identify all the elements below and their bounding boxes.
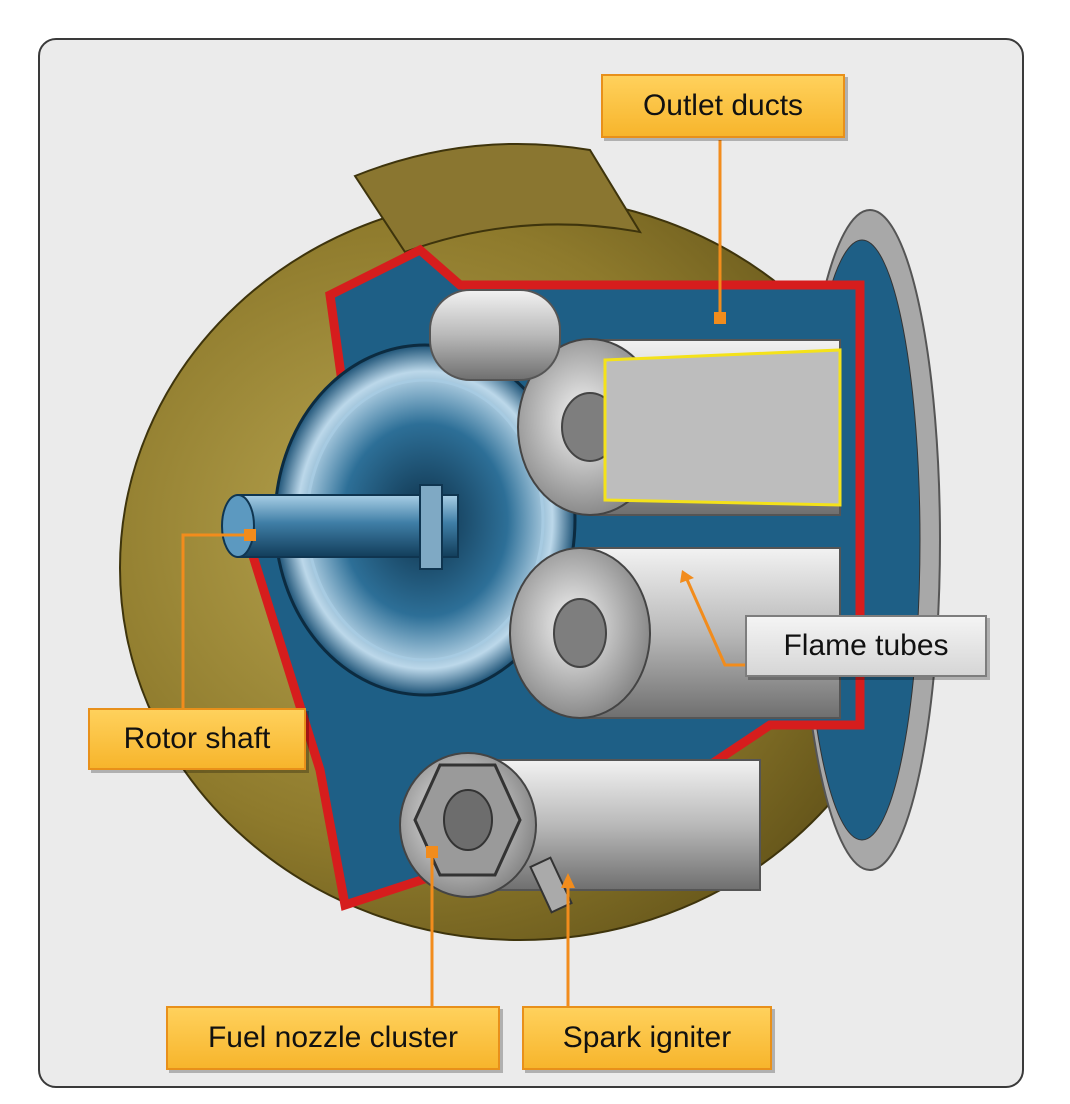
leader-rotor-shaft	[181, 533, 250, 738]
flame-tube-cutaway	[603, 348, 842, 507]
fuel-nozzle-cluster-label: Fuel nozzle cluster	[166, 1006, 500, 1070]
flame-tubes-label: Flame tubes	[745, 615, 987, 677]
rotor-shaft-label: Rotor shaft	[88, 708, 306, 770]
spark-igniter-plug	[529, 856, 573, 914]
flame-tubes-drawing	[399, 289, 842, 914]
leader-flame-tubes	[683, 574, 745, 667]
leader-endpoints	[244, 312, 726, 888]
casing-flange	[353, 142, 643, 254]
rotor-shaft-drawing	[221, 484, 459, 570]
leader-lines	[181, 140, 745, 1007]
spark-igniter-label: Spark igniter	[522, 1006, 772, 1070]
outlet-ducts-label: Outlet ducts	[601, 74, 845, 138]
